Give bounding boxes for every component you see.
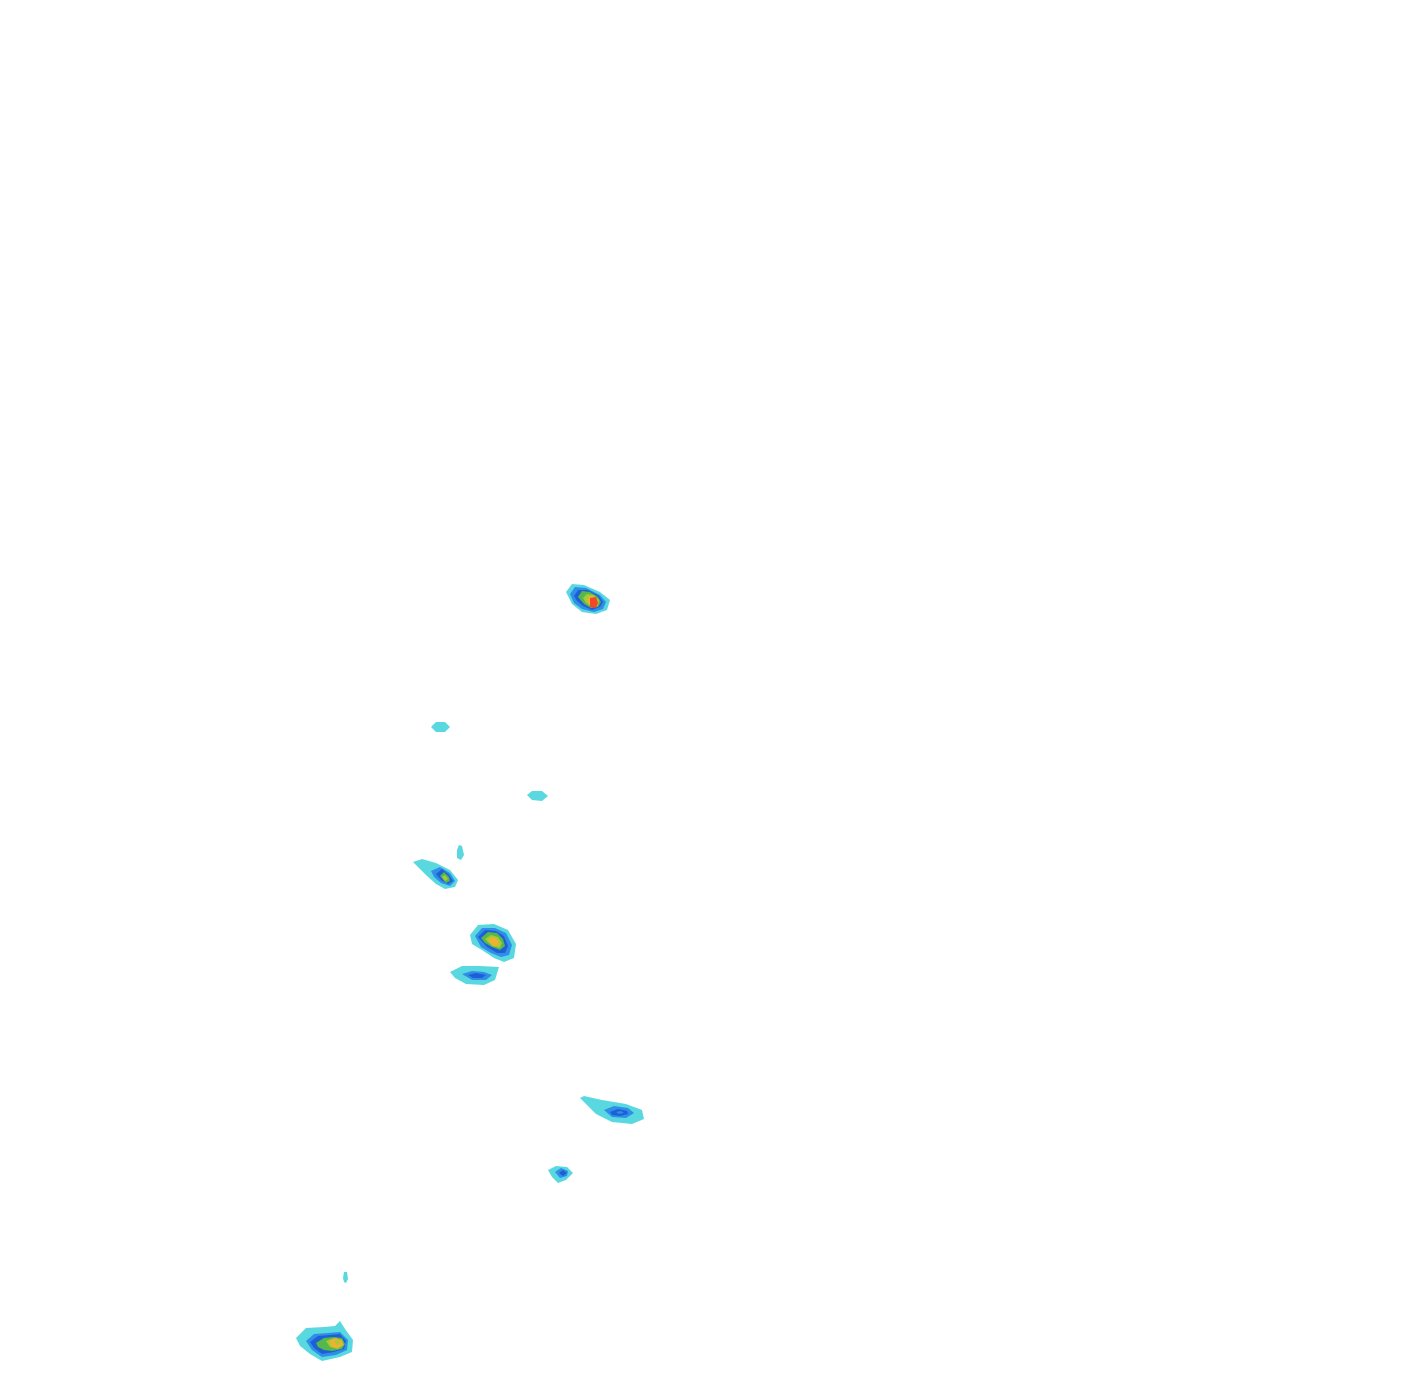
cell-east-elongated: [580, 1096, 644, 1124]
contour-level-5: [442, 875, 448, 881]
cell-south-dot: [343, 1272, 348, 1283]
cell-central: [470, 924, 516, 962]
cell-southwest: [296, 1321, 353, 1361]
cell-west-dot: [457, 845, 464, 860]
contour-level-7: [590, 597, 598, 608]
cell-west-small: [431, 722, 450, 732]
contour-level-3: [559, 1170, 567, 1176]
cell-center-small: [527, 791, 548, 801]
cell-central-south: [450, 966, 499, 985]
contour-level-6: [488, 937, 499, 946]
contour-level-3: [468, 973, 486, 978]
contour-level-1-core: [534, 793, 541, 797]
contour-level-1: [457, 845, 464, 860]
cell-south-center: [548, 1166, 573, 1183]
cell-west-mid: [413, 859, 458, 889]
contour-level-1-core: [437, 725, 444, 729]
cell-north: [566, 584, 610, 614]
contour-level-1: [343, 1272, 348, 1283]
contour-level-2-core: [616, 1111, 624, 1114]
contour-level-5-core: [334, 1340, 340, 1345]
